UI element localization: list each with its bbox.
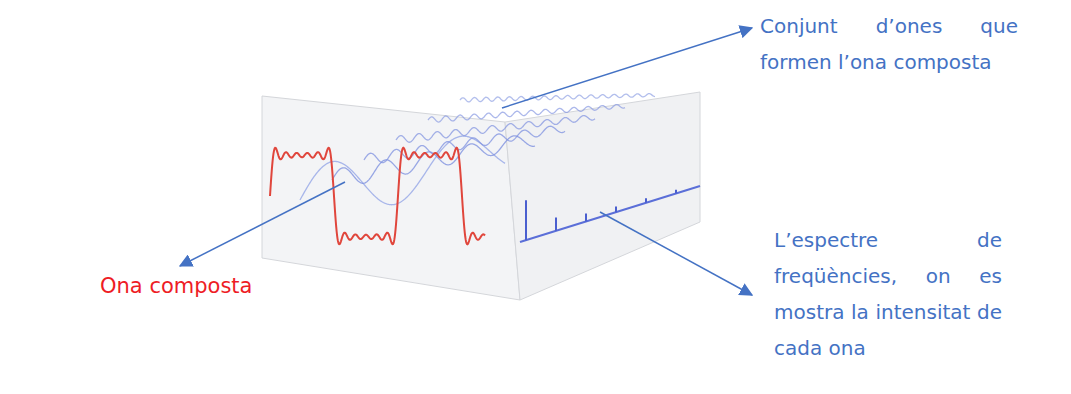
harmonic-wave [332, 136, 535, 183]
composite-wave-path [270, 148, 485, 244]
harmonic-wave [364, 126, 565, 162]
spectrum-label: L’espectre de freqüències, on es mostra … [774, 222, 1002, 366]
time-panel [262, 96, 520, 300]
components-label: Conjunt d’ones que formen l’ona composta [760, 8, 1018, 80]
component-waves [300, 94, 655, 205]
leader-line [502, 28, 752, 108]
spectrum-bar [525, 200, 527, 240]
spectrum-bar [555, 217, 557, 230]
spectrum-panel [505, 92, 700, 300]
composite-label: Ona composta [100, 268, 300, 304]
leader-line [600, 212, 752, 295]
spectrum-bars [526, 190, 676, 240]
spectrum-bar [645, 198, 647, 202]
harmonic-wave [300, 136, 505, 205]
harmonic-wave [460, 94, 655, 102]
harmonic-wave [396, 116, 595, 143]
leader-line [180, 182, 345, 266]
spectrum-bar [615, 206, 617, 212]
harmonic-wave [428, 105, 625, 122]
composite-wave [270, 148, 485, 244]
frequency-axis [520, 186, 700, 242]
spectrum-bar [585, 213, 587, 221]
spectrum-bar [675, 190, 677, 194]
